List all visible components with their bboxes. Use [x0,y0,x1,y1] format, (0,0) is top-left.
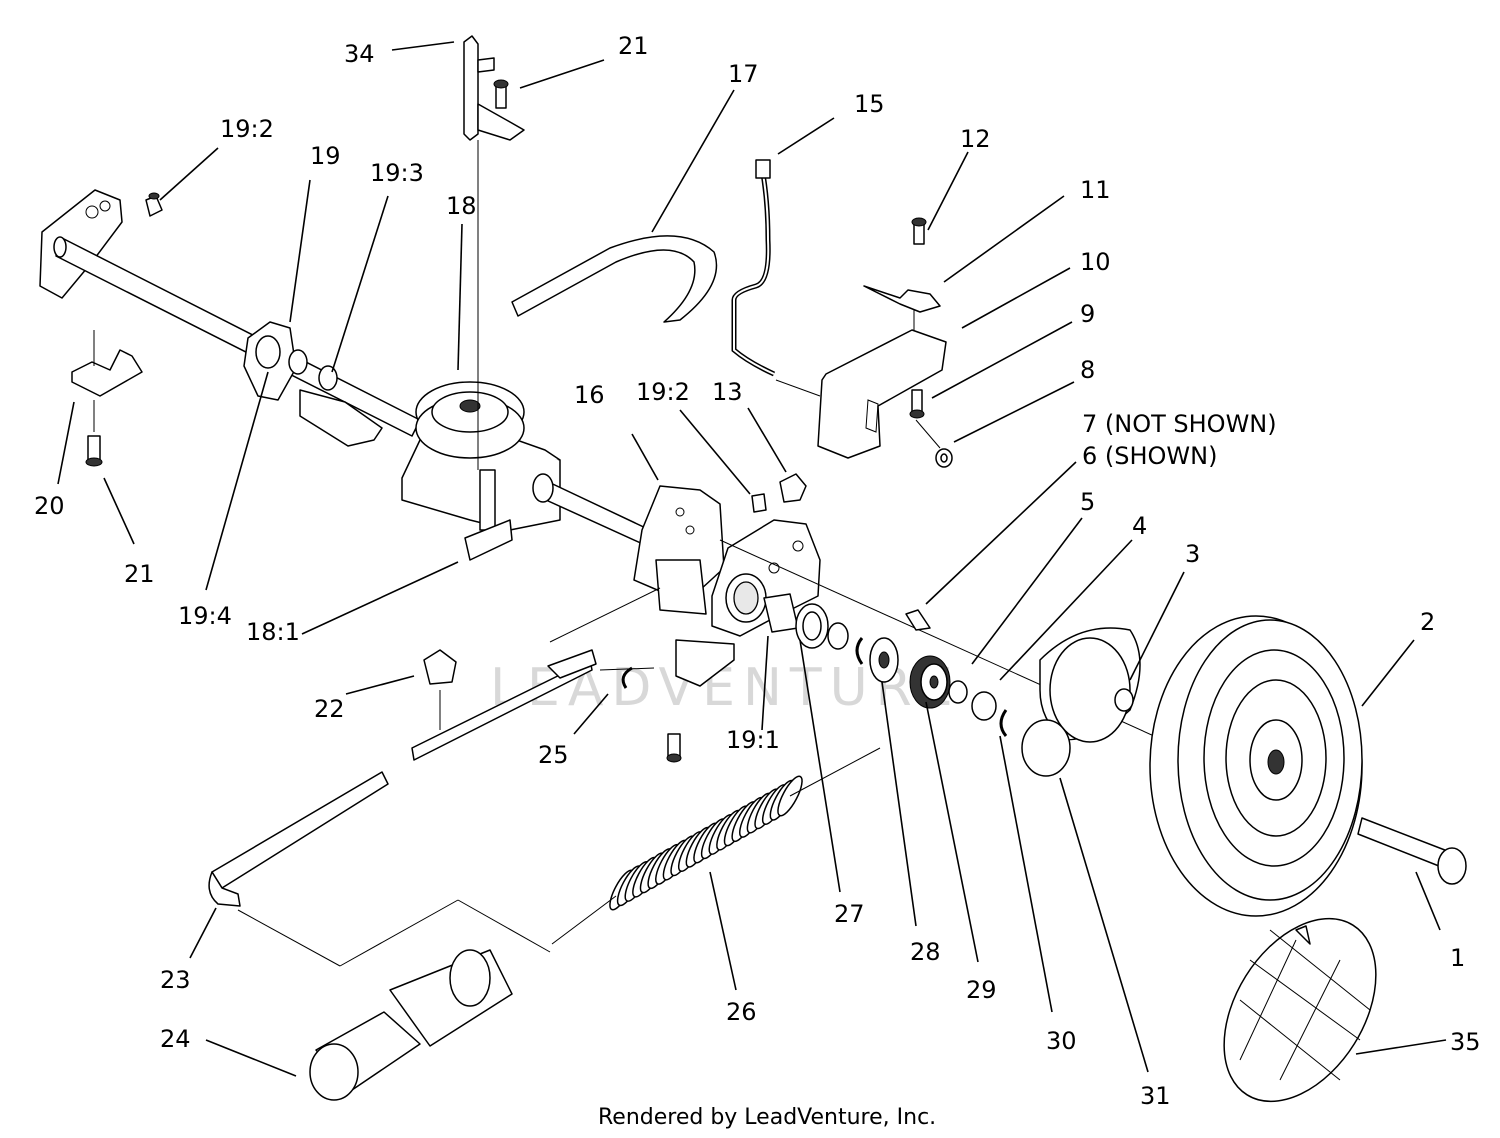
callout-27: 27 [834,900,865,928]
callout-18: 18 [446,192,477,220]
callout-19: 19 [310,142,341,170]
screw-9 [909,389,941,449]
callout-34: 34 [344,40,375,68]
cable-15 [731,159,821,397]
callout-21-top: 21 [618,32,649,60]
pawl-22 [423,649,457,730]
gear-29 [909,655,951,709]
belt-17 [511,235,718,323]
hub-stack [795,603,1008,737]
callout-4: 4 [1132,512,1147,540]
footer-credit: Rendered by LeadVenture, Inc. [598,1105,936,1130]
callout-12: 12 [960,125,991,153]
callout-31: 31 [1140,1082,1171,1110]
callout-25: 25 [538,741,569,769]
bracket-16 [633,485,735,763]
bolt-1 [1357,817,1467,885]
washer-8 [935,448,953,468]
callout-3: 3 [1185,540,1200,568]
callout-17: 17 [728,60,759,88]
callout-5: 5 [1080,488,1095,516]
callout-6: 6 (SHOWN) [1082,442,1217,470]
hubcap-35 [1223,917,1377,1103]
bushing-19 [243,321,383,447]
callout-19-2-left: 19:2 [220,115,274,143]
callout-10: 10 [1080,248,1111,276]
callout-24: 24 [160,1025,191,1053]
bracket-10 [817,300,947,459]
callout-7: 7 (NOT SHOWN) [1082,410,1277,438]
callout-15: 15 [854,90,885,118]
callout-11: 11 [1080,176,1111,204]
callout-1: 1 [1450,944,1465,972]
callout-labels: 1 2 3 4 5 6 (SHOWN) 7 (NOT SHOWN) 8 9 10… [34,32,1481,1110]
callout-16: 16 [574,381,605,409]
spring-hook [551,895,617,945]
callout-23: 23 [160,966,191,994]
callout-22: 22 [314,695,345,723]
wheel-2 [1149,615,1363,917]
rod-23 [208,771,551,967]
callout-26: 26 [726,998,757,1026]
rod-assembly [411,587,661,761]
axle-tube [39,189,421,437]
shift-rod-34 [463,35,525,470]
callout-9: 9 [1080,300,1095,328]
leader-lines [57,41,1447,1077]
parts-11-12 [863,217,941,313]
bolt-19-2-left [145,192,163,217]
callout-19-2-right: 19:2 [636,378,690,406]
callout-28: 28 [910,938,941,966]
spring-26 [551,747,881,945]
callout-35: 35 [1450,1028,1481,1056]
callout-29: 29 [966,976,997,1004]
callout-19-4: 19:4 [178,602,232,630]
callout-19-1: 19:1 [726,726,780,754]
callout-21-left: 21 [124,560,155,588]
callout-18-1: 18:1 [246,618,300,646]
callout-20: 20 [34,492,65,520]
spring-hook [789,747,881,797]
grip-24 [309,949,513,1101]
bolt-19-2-right [751,473,807,513]
callout-8: 8 [1080,356,1095,384]
transmission-18 [401,381,651,561]
bracket-20 [71,330,143,467]
callout-13: 13 [712,378,743,406]
callout-30: 30 [1046,1027,1077,1055]
callout-19-3: 19:3 [370,159,424,187]
callout-2: 2 [1420,608,1435,636]
cover-31 [1021,627,1141,777]
